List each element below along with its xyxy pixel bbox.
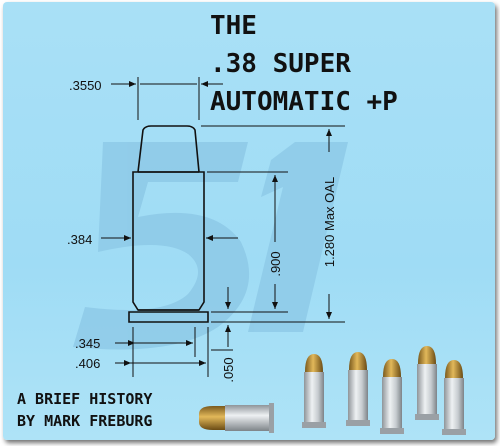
dim-rim-thickness: .050: [221, 357, 236, 382]
standing-round-5: [442, 360, 466, 435]
51-watermark: [73, 142, 348, 350]
standing-round-3: [380, 359, 404, 434]
ammo-rounds-photo: [199, 346, 466, 435]
dim-case-length: .900: [268, 251, 283, 276]
dim-rim-diameter: .406: [75, 356, 100, 371]
dim-overall-length: 1.280 Max OAL: [322, 177, 337, 267]
dim-case-diameter: .384: [67, 232, 92, 247]
standing-round-2: [346, 352, 370, 426]
byline-line-1: A BRIEF HISTORY: [17, 390, 153, 408]
dim-groove-diameter: .345: [75, 336, 100, 351]
dimension-lines: [101, 81, 332, 366]
title-line-2: .38 SUPER: [210, 49, 351, 79]
standing-round-4: [415, 346, 439, 420]
byline-line-2: BY MARK FREBURG: [17, 412, 153, 430]
cartridge-drawing: [128, 125, 209, 323]
lying-round: [199, 403, 274, 433]
title-line-3: AUTOMATIC +P: [210, 87, 398, 117]
technical-diagram: .3550 .384 .345 .406 .900 1.280 Max OAL …: [67, 77, 466, 435]
standing-round-1: [302, 354, 326, 428]
page: .3550 .384 .345 .406 .900 1.280 Max OAL …: [3, 2, 495, 440]
title-line-1: THE: [210, 11, 257, 41]
extension-lines: [132, 77, 345, 377]
dim-bullet-diameter: .3550: [69, 78, 102, 93]
